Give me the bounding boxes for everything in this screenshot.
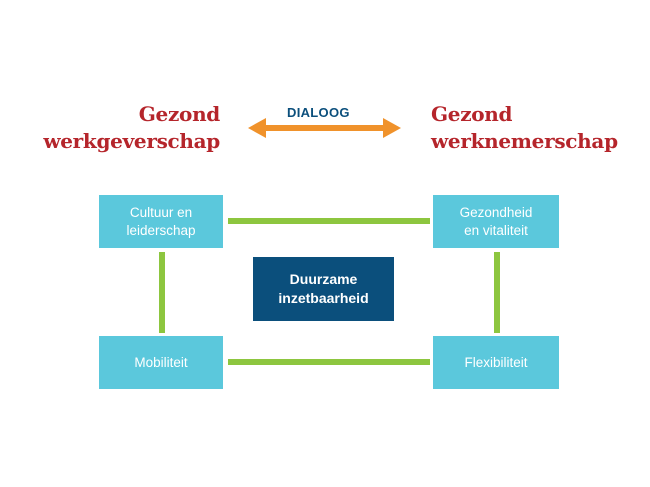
dialog-label: DIALOOG bbox=[287, 105, 350, 120]
connector-bottom bbox=[228, 359, 430, 365]
right-title: Gezond werknemerschap bbox=[431, 101, 641, 155]
box-mobiliteit: Mobiliteit bbox=[99, 336, 223, 389]
box-label: Flexibiliteit bbox=[464, 354, 528, 370]
box-label: Cultuur en leiderschap bbox=[126, 204, 196, 238]
center-label: Duurzame inzetbaarheid bbox=[278, 271, 369, 306]
box-gezondheid-vitaliteit: Gezondheid en vitaliteit bbox=[433, 195, 559, 248]
dialog-arrow bbox=[248, 118, 401, 138]
center-box-duurzame-inzetbaarheid: Duurzame inzetbaarheid bbox=[253, 257, 394, 321]
right-title-text: Gezond werknemerschap bbox=[431, 102, 618, 153]
box-flexibiliteit: Flexibiliteit bbox=[433, 336, 559, 389]
box-cultuur-leiderschap: Cultuur en leiderschap bbox=[99, 195, 223, 248]
box-label: Gezondheid en vitaliteit bbox=[459, 204, 533, 238]
connector-right bbox=[494, 252, 500, 333]
box-label: Mobiliteit bbox=[134, 354, 188, 370]
connector-left bbox=[159, 252, 165, 333]
left-title: Gezond werkgeverschap bbox=[20, 101, 220, 155]
left-title-text: Gezond werkgeverschap bbox=[43, 102, 220, 153]
connector-top bbox=[228, 218, 430, 224]
